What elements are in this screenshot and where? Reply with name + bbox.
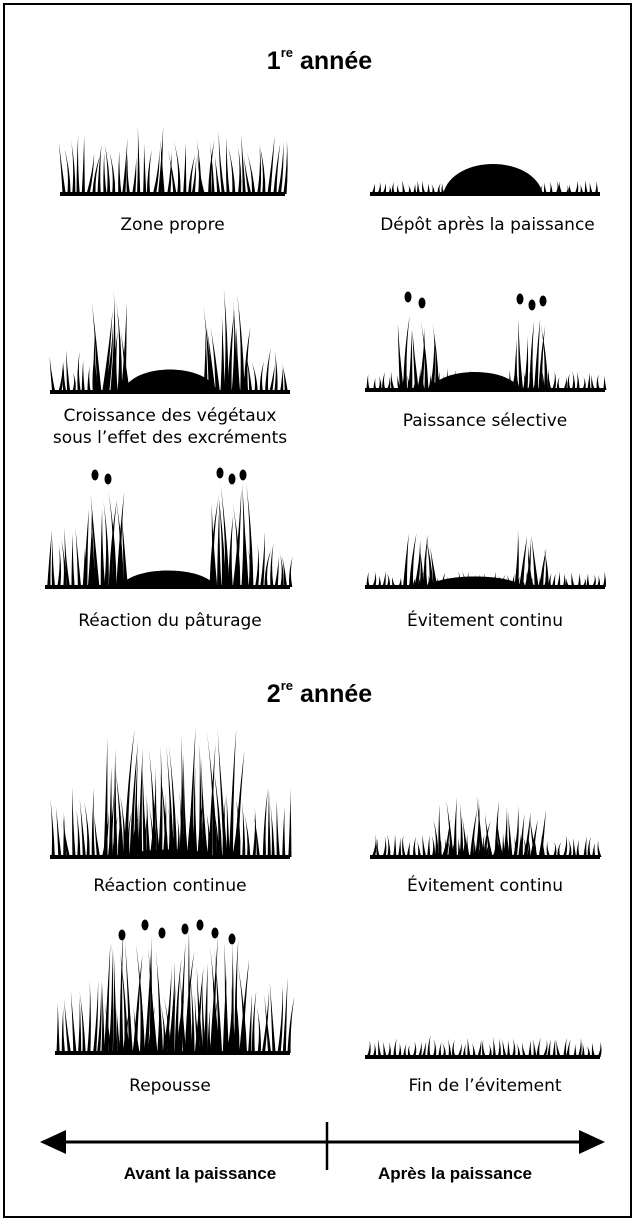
caption-reaction-paturage: Réaction du pâturage — [45, 610, 295, 632]
reaction-paturage-illustration — [40, 465, 295, 595]
depot-illustration — [365, 150, 605, 200]
year-2-heading: 2re année — [0, 678, 639, 709]
fin-evitement-illustration — [360, 1025, 605, 1065]
evitement-continu-2-illustration — [365, 785, 605, 865]
right-arrowhead — [579, 1130, 605, 1154]
left-arrowhead — [40, 1130, 66, 1154]
caption-fin-evitement: Fin de l’évitement — [360, 1075, 610, 1097]
croissance-illustration — [45, 270, 295, 400]
caption-paissance-selective: Paissance sélective — [360, 410, 610, 432]
caption-depot: Dépôt après la paissance — [350, 214, 625, 236]
year-1-word: année — [300, 47, 372, 75]
caption-croissance: Croissance des végétaux sous l’effet des… — [20, 405, 320, 449]
paissance-selective-illustration — [360, 285, 610, 397]
caption-evitement-continu-2: Évitement continu — [360, 875, 610, 897]
repousse-illustration — [50, 915, 295, 1060]
caption-evitement-continu-1: Évitement continu — [360, 610, 610, 632]
year-2-word: année — [300, 680, 372, 708]
year-1-heading: 1re année — [0, 45, 639, 76]
label-apres-paissance: Après la paissance — [340, 1164, 570, 1184]
caption-repousse: Repousse — [45, 1075, 295, 1097]
evitement-continu-1-illustration — [360, 515, 610, 595]
caption-zone-propre: Zone propre — [55, 214, 290, 236]
caption-croissance-line-1: Croissance des végétaux — [20, 405, 320, 427]
caption-reaction-continue: Réaction continue — [45, 875, 295, 897]
year-1-suffix: re — [281, 45, 293, 60]
year-2-suffix: re — [281, 678, 293, 693]
reaction-continue-illustration — [45, 725, 295, 865]
zone-propre-illustration — [55, 112, 290, 202]
year-2-number: 2 — [267, 680, 281, 708]
label-avant-paissance: Avant la paissance — [85, 1164, 315, 1184]
caption-croissance-line-2: sous l’effet des excréments — [20, 427, 320, 449]
year-1-number: 1 — [267, 47, 281, 75]
